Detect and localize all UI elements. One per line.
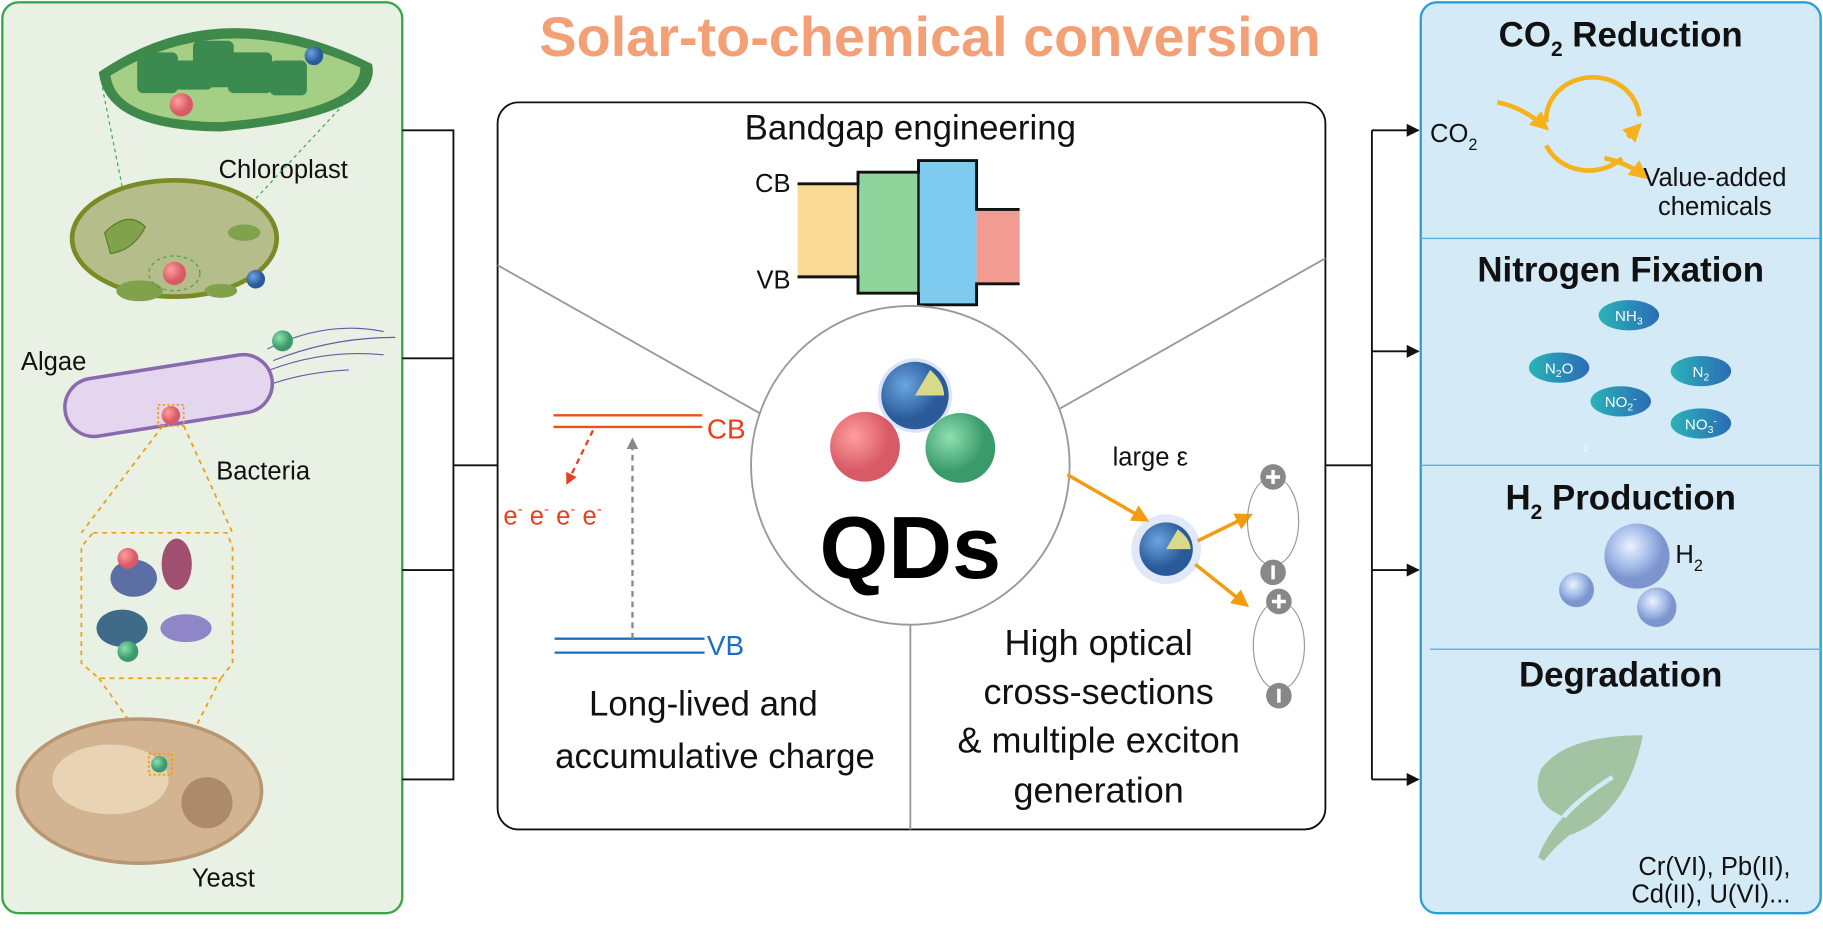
- degradation-title: Degradation: [1519, 655, 1722, 694]
- charge-text-line1: Long-lived and: [589, 684, 818, 723]
- svg-text:NH3: NH3: [1615, 308, 1643, 327]
- h2-production-title: H2 Production: [1505, 479, 1736, 524]
- optical-text-line4: generation: [1014, 770, 1184, 811]
- nitrogen-fixation-title: Nitrogen Fixation: [1477, 251, 1764, 290]
- n2o-bubble-icon: [1528, 352, 1590, 383]
- bacteria-illustration: [63, 327, 396, 439]
- qd-green-icon: [925, 412, 996, 483]
- large-epsilon-label: large ε: [1113, 443, 1188, 471]
- right-connectors: [1325, 123, 1420, 786]
- protein-inset: [80, 425, 234, 769]
- h2-bubble-icon: [1559, 572, 1594, 608]
- qd-circle: [750, 305, 1071, 626]
- electrons-label: e- e- e- e-: [503, 492, 601, 530]
- optical-text-line3: & multiple exciton: [957, 720, 1239, 761]
- exciton-diagram: [1066, 464, 1306, 709]
- bandgap-diagram: [797, 159, 1020, 307]
- label-chloroplast: Chloroplast: [219, 156, 348, 184]
- co2-output-line2: chemicals: [1658, 193, 1772, 221]
- label-yeast: Yeast: [192, 864, 255, 892]
- h2-label: H2: [1675, 541, 1703, 575]
- charge-text-line2: accumulative charge: [555, 737, 875, 776]
- charge-cb-label: CB: [707, 414, 746, 445]
- co2-cycle-icon: [1497, 74, 1649, 180]
- qd-pink-icon: [169, 93, 193, 117]
- svg-text:NO2-: NO2-: [1605, 394, 1637, 413]
- no3-bubble-icon: [1670, 408, 1732, 439]
- co2-input-label: CO2: [1430, 120, 1477, 154]
- qd-pink-icon: [830, 411, 900, 482]
- svg-text:NO3-: NO3-: [1685, 416, 1717, 435]
- no2-bubble-icon: [1590, 386, 1651, 417]
- pollutants-line2: Cd(II), U(VI)...: [1631, 881, 1790, 909]
- nitrogen-species-icons: NH3 N2O N2 NO2- NO3- 2: [1528, 300, 1732, 453]
- svg-text:N2: N2: [1693, 364, 1710, 383]
- co2-reduction-title: CO2 Reduction: [1499, 16, 1743, 61]
- h2-bubble-icon: [1636, 587, 1677, 628]
- qd-blue-icon: [304, 46, 324, 66]
- qd-blue-icon: [1139, 522, 1193, 576]
- qds-label: QDs: [820, 498, 1002, 597]
- optical-text-line1: High optical: [1005, 622, 1193, 663]
- optical-text-line2: cross-sections: [984, 671, 1214, 712]
- chloroplast-illustration: [98, 28, 373, 132]
- left-connectors: [402, 129, 498, 781]
- label-algae: Algae: [21, 348, 86, 376]
- qd-properties-box: Bandgap engineering CB VB QDs CB VB: [496, 101, 1327, 831]
- organisms-panel: Chloroplast Algae Bacteria: [1, 1, 404, 915]
- charge-diagram: [553, 414, 705, 654]
- yeast-illustration: [15, 717, 264, 865]
- stray-subscript: 2: [1583, 444, 1588, 453]
- label-bacteria: Bacteria: [216, 457, 311, 485]
- co2-output-line1: Value-added: [1643, 164, 1786, 192]
- n2-bubble-icon: [1670, 355, 1732, 387]
- leaf-icon: [1537, 735, 1643, 861]
- h2-bubble-icon: [1604, 523, 1670, 589]
- main-title: Solar-to-chemical conversion: [539, 5, 1320, 68]
- bandgap-cb-label: CB: [755, 170, 791, 198]
- bandgap-title: Bandgap engineering: [745, 109, 1077, 148]
- charge-vb-label: VB: [707, 630, 744, 661]
- applications-panel: CO2 Reduction CO2 Value-added chemicals …: [1419, 1, 1822, 915]
- algae-illustration: [69, 87, 350, 302]
- bandgap-vb-label: VB: [756, 267, 790, 295]
- svg-text:N2O: N2O: [1545, 360, 1574, 379]
- pollutants-line1: Cr(VI), Pb(II),: [1638, 853, 1790, 881]
- nh3-bubble-icon: [1598, 300, 1660, 331]
